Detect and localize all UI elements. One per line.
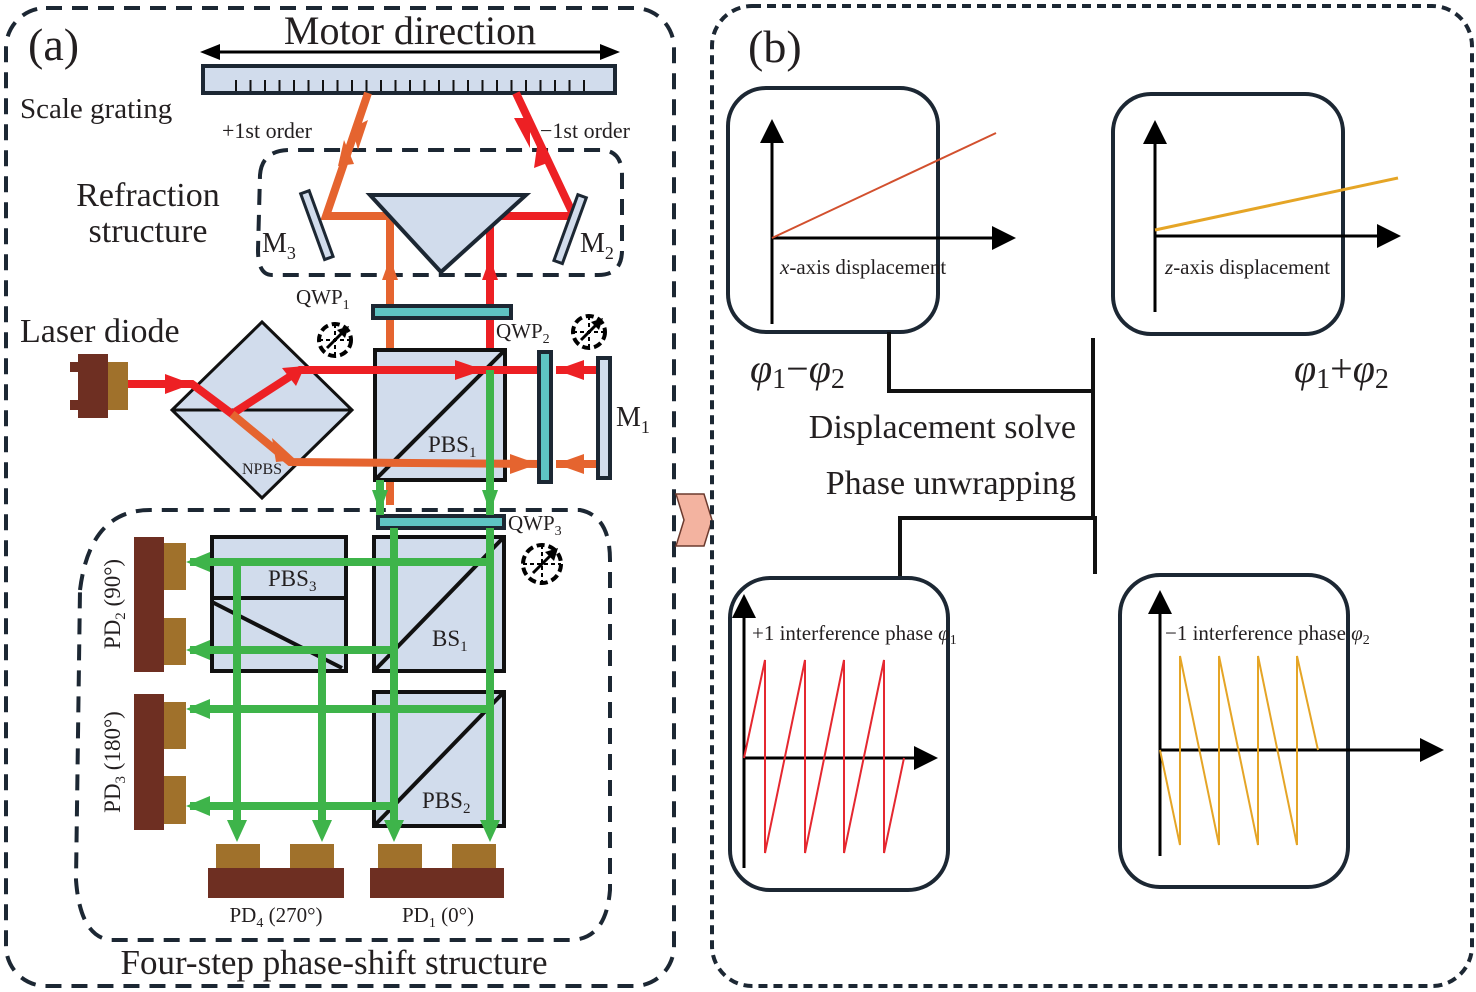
m1-label: M1 bbox=[616, 402, 650, 437]
reference-beam bbox=[229, 410, 541, 468]
beam-arrow-icon bbox=[482, 258, 498, 280]
arrowhead-left-icon bbox=[200, 44, 220, 60]
minus1-phase-label: −1 interference phase φ2 bbox=[1165, 621, 1370, 648]
rotation-mount-icon bbox=[521, 543, 563, 585]
connector-bottom bbox=[898, 516, 1097, 576]
scale-grating-label: Scale grating bbox=[20, 93, 172, 125]
panel-a-label: (a) bbox=[28, 19, 79, 70]
panel-a-frame bbox=[4, 6, 676, 988]
x-displacement-label: x-axis displacement bbox=[779, 255, 946, 279]
four-step-box bbox=[73, 508, 612, 942]
pd2-label: PD2 (90°) bbox=[100, 559, 129, 649]
beam-arrow-icon bbox=[510, 454, 538, 474]
panel-b: (b) x-axis displacement z-axis displacem… bbox=[710, 4, 1474, 988]
photodetector-pd2 bbox=[134, 537, 186, 672]
phi1-sawtooth bbox=[743, 659, 905, 854]
refraction-label-line1: Refraction bbox=[76, 177, 220, 214]
panel-a: (a) Motor direction Scale grating Refrac… bbox=[4, 6, 676, 988]
qwp1-plate bbox=[371, 304, 513, 320]
npbs-label: NPBS bbox=[242, 461, 282, 478]
beam-arrow-icon bbox=[382, 258, 398, 280]
beam-arrow-icon bbox=[556, 360, 584, 380]
m3-label: M3 bbox=[262, 228, 296, 263]
beam-arrow-icon bbox=[556, 454, 584, 474]
phi2-sawtooth bbox=[1159, 655, 1319, 846]
qwp2-plate bbox=[537, 350, 553, 484]
qwp1-label: QWP1 bbox=[296, 285, 350, 313]
pbs2-label: PBS2 bbox=[422, 788, 470, 817]
flow-arrow-icon bbox=[674, 493, 713, 547]
measurement-beams bbox=[186, 370, 500, 842]
plus1-phase-label: +1 interference phase φ1 bbox=[752, 621, 957, 648]
scale-grating bbox=[201, 64, 617, 95]
laser-diode-label: Laser diode bbox=[20, 313, 180, 350]
phase-unwrapping-label: Phase unwrapping bbox=[826, 465, 1076, 502]
mirror-m2 bbox=[552, 192, 589, 266]
photodetector-pd4 bbox=[208, 844, 344, 898]
beam-arrow-icon bbox=[514, 118, 530, 148]
bs1-label: BS1 bbox=[432, 626, 468, 655]
pbs1-label: PBS1 bbox=[428, 432, 476, 461]
four-step-label: Four-step phase-shift structure bbox=[121, 943, 548, 982]
beam-arrow-icon bbox=[338, 140, 354, 166]
qwp3-plate bbox=[376, 514, 506, 530]
pd3-label: PD3 (180°) bbox=[100, 711, 129, 813]
rotation-mount-icon bbox=[317, 322, 353, 358]
beam-arrow-icon bbox=[352, 120, 368, 150]
mirror-m1 bbox=[596, 356, 612, 480]
displacement-solve-label: Displacement solve bbox=[809, 409, 1076, 446]
pd1-label: PD1 (0°) bbox=[402, 903, 474, 931]
panel-b-label: (b) bbox=[748, 21, 802, 72]
pbs3-label: PBS3 bbox=[268, 566, 316, 595]
plus-first-order-label: +1st order bbox=[222, 118, 313, 143]
pd4-label: PD4 (270°) bbox=[230, 903, 323, 931]
beam-arrow-icon bbox=[282, 366, 305, 386]
beam-arrow-icon bbox=[534, 140, 550, 168]
beam-arrow-icon bbox=[272, 438, 296, 462]
grating-ticks bbox=[235, 80, 585, 91]
laser-diode bbox=[70, 354, 128, 418]
refraction-structure-box bbox=[255, 148, 624, 277]
phase-difference-formula: φ1−φ2 bbox=[750, 346, 845, 395]
motor-direction-label: Motor direction bbox=[284, 8, 536, 53]
minus-first-order-label: −1st order bbox=[540, 118, 631, 143]
rotation-mount-icon bbox=[571, 314, 607, 350]
beam-arrow-icon bbox=[455, 360, 484, 380]
phase-sum-formula: φ1+φ2 bbox=[1294, 346, 1389, 395]
x-displacement-line bbox=[771, 132, 997, 239]
arrowhead-right-icon bbox=[600, 44, 620, 60]
mirror-m3 bbox=[298, 188, 335, 262]
panel-b-frame bbox=[710, 4, 1474, 988]
qwp2-label: QWP2 bbox=[496, 319, 550, 347]
prism bbox=[365, 193, 532, 275]
z-displacement-line bbox=[1154, 176, 1399, 232]
qwp3-label: QWP3 bbox=[508, 511, 562, 539]
beam-arrow-icon bbox=[165, 374, 192, 394]
connector-top bbox=[887, 332, 1095, 393]
photodetector-pd1 bbox=[370, 844, 504, 898]
photodetector-pd3 bbox=[134, 694, 186, 830]
refraction-label-line2: structure bbox=[89, 213, 208, 250]
m2-label: M2 bbox=[580, 228, 614, 263]
z-displacement-label: z-axis displacement bbox=[1164, 255, 1330, 279]
